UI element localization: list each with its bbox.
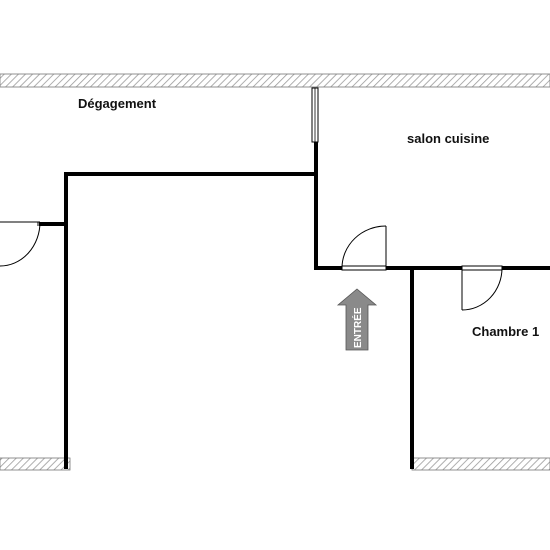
entrance-label: ENTRÉE	[351, 307, 364, 348]
chambre-door	[461, 265, 503, 311]
interior-walls	[39, 138, 550, 469]
bottom-left-exterior-wall	[0, 457, 71, 471]
top-exterior-wall	[0, 73, 550, 88]
room-label-degagement: Dégagement	[78, 96, 157, 111]
entrance-arrow: ENTRÉE	[336, 288, 378, 351]
bottom-right-exterior-wall	[411, 457, 550, 471]
room-label-salon-cuisine: salon cuisine	[407, 131, 490, 146]
up-arrow-icon	[336, 288, 378, 351]
entrance-door	[341, 225, 387, 271]
room-label-chambre-1: Chambre 1	[472, 324, 540, 339]
corridor-wall	[64, 172, 318, 469]
left-door	[0, 221, 41, 267]
